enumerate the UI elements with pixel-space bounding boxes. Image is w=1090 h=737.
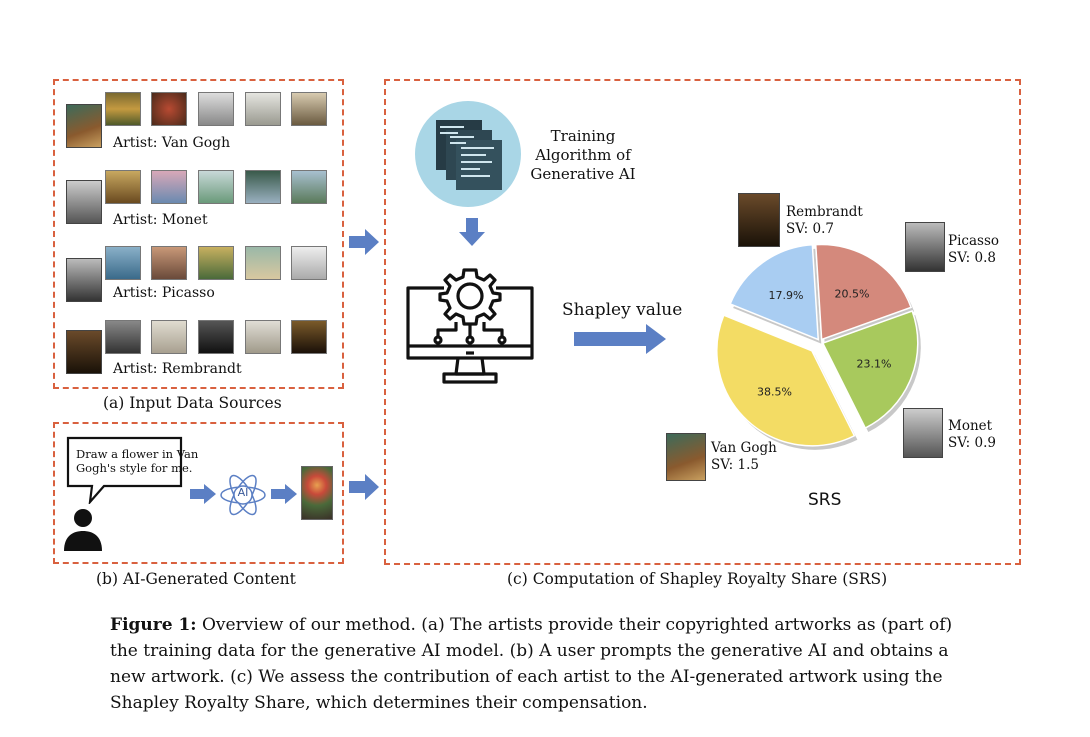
sv-label-rembrandt: Rembrandt SV: 0.7 (786, 204, 863, 237)
picasso-portrait (905, 222, 945, 272)
speech-bubble (66, 436, 183, 504)
artwork-thumbnail (105, 92, 141, 126)
artwork-thumbnail (198, 170, 234, 204)
artist-label-van-gogh: Artist: Van Gogh (113, 135, 231, 151)
ai-label: AI (237, 486, 249, 499)
arrow-right-icon (349, 229, 379, 255)
arrow-right-icon (574, 324, 666, 354)
arrow-right-icon (271, 484, 297, 504)
artwork-thumbnail (291, 92, 327, 126)
panel-c-caption: (c) Computation of Shapley Royalty Share… (507, 570, 888, 588)
figure-caption: Figure 1: Overview of our method. (a) Th… (110, 612, 970, 716)
van-gogh-portrait (66, 104, 102, 148)
artwork-thumbnail (198, 320, 234, 354)
shapley-value-label: Shapley value (562, 300, 683, 320)
sv-label-picasso: Picasso SV: 0.8 (948, 233, 999, 266)
generated-artwork-image (301, 466, 333, 520)
pie-slice-label: 20.5% (834, 287, 869, 300)
artwork-thumbnail (198, 246, 234, 280)
pie-slice-label: 17.9% (769, 289, 804, 302)
arrow-down-icon (459, 218, 485, 246)
prompt-text: Draw a flower in Van Gogh's style for me… (76, 447, 199, 475)
rembrandt-portrait (66, 330, 102, 374)
artwork-thumbnail (245, 246, 281, 280)
picasso-portrait (66, 258, 102, 302)
panel-b-box (53, 422, 344, 564)
monet-portrait (903, 408, 943, 458)
artwork-thumbnail (291, 320, 327, 354)
panel-c-box (384, 79, 1021, 565)
van-gogh-portrait (666, 433, 706, 481)
training-algorithm-label: Training Algorithm of Generative AI (530, 127, 636, 183)
pie-slice-van-gogh (716, 314, 856, 447)
srs-title: SRS (808, 490, 842, 510)
artwork-thumbnail (151, 320, 187, 354)
artwork-thumbnail (245, 170, 281, 204)
artwork-thumbnail (105, 320, 141, 354)
training-data-icon (415, 101, 521, 207)
artwork-thumbnail (198, 92, 234, 126)
rembrandt-portrait (738, 193, 780, 247)
panel-b-caption: (b) AI-Generated Content (96, 570, 296, 588)
figure-caption-label: Figure 1: (110, 615, 197, 635)
pie-slice-label: 38.5% (757, 385, 792, 398)
pie-slice-monet (821, 310, 919, 430)
artwork-thumbnail (105, 170, 141, 204)
figure-caption-text: Overview of our method. (a) The artists … (110, 615, 953, 713)
srs-pie-chart: 17.9% 20.5% 23.1% 38.5% (716, 243, 921, 450)
sv-label-van-gogh: Van Gogh SV: 1.5 (711, 440, 777, 473)
pie-slice-rembrandt (729, 243, 820, 341)
sv-label-monet: Monet SV: 0.9 (948, 418, 996, 451)
ai-atom-icon (220, 474, 266, 516)
computer-gear-icon (406, 268, 534, 384)
arrow-right-icon (190, 484, 216, 504)
artwork-thumbnail (245, 92, 281, 126)
artwork-thumbnail (151, 246, 187, 280)
artwork-thumbnail (291, 246, 327, 280)
artwork-thumbnail (245, 320, 281, 354)
artwork-thumbnail (151, 170, 187, 204)
user-icon (64, 509, 102, 551)
artwork-thumbnail (105, 246, 141, 280)
panel-a-box (53, 79, 344, 389)
monet-portrait (66, 180, 102, 224)
artwork-thumbnail (291, 170, 327, 204)
artist-label-rembrandt: Artist: Rembrandt (113, 361, 242, 377)
arrow-right-icon (349, 474, 379, 500)
pie-slice-picasso (814, 243, 913, 341)
pie-slice-label: 23.1% (856, 358, 891, 371)
artist-label-picasso: Artist: Picasso (113, 285, 215, 301)
panel-a-caption: (a) Input Data Sources (103, 394, 282, 412)
artwork-thumbnail (151, 92, 187, 126)
artist-label-monet: Artist: Monet (113, 212, 208, 228)
